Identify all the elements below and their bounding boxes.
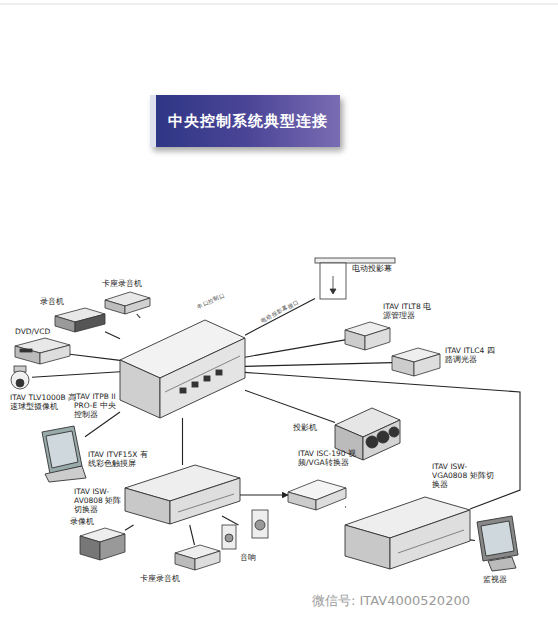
device-node: ITAV ISC-190 视频/VGA转换器 <box>288 480 346 510</box>
cable-connector <box>345 506 346 508</box>
device-label: 监视器 <box>483 575 513 584</box>
cable-connector <box>190 525 195 545</box>
device-node: 录音机 <box>55 308 105 332</box>
cable-connector <box>222 516 239 525</box>
cable-connector <box>70 354 120 360</box>
device-node: ITAV ITLC4 四路调光器 <box>392 348 440 376</box>
device-label: DVD/VCD <box>15 327 65 336</box>
port-label: 串口控制口 <box>196 292 226 311</box>
device-label: 卡座录音机 <box>140 574 190 583</box>
device-node: 卡座录音机 <box>105 292 150 314</box>
cable-connector <box>240 494 288 495</box>
device-label: 音响 <box>240 553 270 562</box>
device-node: ITAV ISW-AV0808 矩阵切换器 <box>125 465 240 525</box>
device-label: 电动投影幕 <box>352 264 397 273</box>
device-label: 投影机 <box>293 423 333 432</box>
device-node: DVD/VCD <box>15 338 70 364</box>
device-label: ITAV ISC-190 视频/VGA转换器 <box>298 449 360 467</box>
device-label: ITAV ISW-AV0808 矩阵切换器 <box>74 487 126 514</box>
cable-connector <box>245 390 335 422</box>
device-node: 音响 <box>222 508 270 550</box>
device-label: 录像机 <box>70 517 110 526</box>
cable-connector <box>137 314 140 318</box>
cable-connector <box>245 340 345 357</box>
device-label: ITAV ITVF15X 有线彩色触摸屏 <box>88 450 150 468</box>
device-node: ITAV ISW-VGA0808 矩阵切换器 <box>345 497 470 569</box>
device-label: ITAV ITLC4 四路调光器 <box>445 346 495 364</box>
device-node: ITAV TLV1000B 高速球型摄像机 <box>8 366 32 390</box>
device-node: ITAV ITVF15X 有线彩色触摸屏 <box>40 425 85 480</box>
cable-connector <box>245 363 392 367</box>
device-label: ITAV ITPB II PRO-E 中央控制器 <box>74 392 120 419</box>
device-label: 录音机 <box>40 297 90 306</box>
cable-connector <box>245 372 520 509</box>
title-banner: 中央控制系统典型连接 <box>150 95 340 147</box>
device-node: 卡座录音机 <box>175 545 220 570</box>
device-label: 卡座录音机 <box>102 279 162 288</box>
watermark: 微信号: ITAV4000520200 <box>312 592 470 610</box>
cable-connector <box>245 299 315 336</box>
edge-label: 电动投影幕接口 <box>260 299 300 325</box>
cable-connector <box>470 539 475 541</box>
diagram-title: 中央控制系统典型连接 <box>168 112 328 131</box>
device-node: ITAV ITPB II PRO-E 中央控制器 <box>120 318 245 418</box>
device-label: ITAV TLV1000B 高速球型摄像机 <box>10 393 78 411</box>
device-node: 监视器 <box>475 518 520 568</box>
device-node: 电动投影幕 <box>315 255 395 300</box>
device-node: 录像机 <box>80 528 125 560</box>
device-label: ITAV ITLT8 电源管理器 <box>383 302 435 320</box>
cable-connector <box>32 372 120 378</box>
cable-connector <box>182 418 183 465</box>
cable-connector <box>125 525 134 530</box>
device-label: ITAV ISW-VGA0808 矩阵切换器 <box>432 462 494 489</box>
cable-connector <box>105 332 120 339</box>
device-node: ITAV ITLT8 电源管理器 <box>345 322 390 350</box>
